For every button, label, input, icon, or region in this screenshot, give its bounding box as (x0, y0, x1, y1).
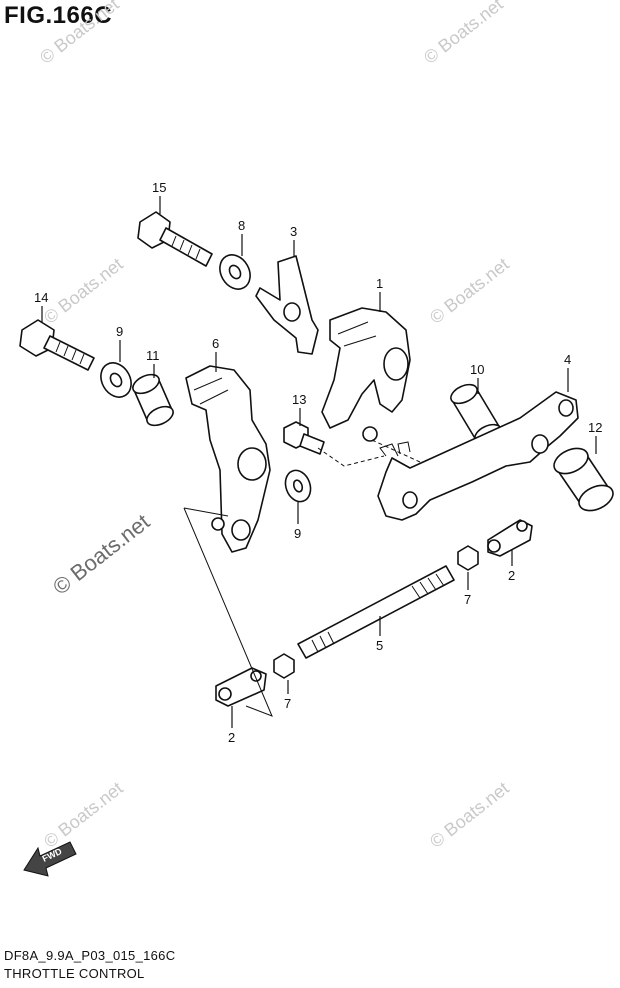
bolt-15 (137, 211, 213, 267)
threaded-rod-5 (297, 565, 455, 659)
ball-joint-2-upper (487, 519, 533, 557)
callout-4: 4 (564, 352, 571, 367)
bolt-13 (283, 421, 325, 455)
callout-labels: 15 8 3 1 14 9 11 6 13 10 4 12 9 2 7 5 7 … (34, 180, 602, 745)
callout-12: 12 (588, 420, 602, 435)
callout-10: 10 (470, 362, 484, 377)
callout-11: 11 (146, 348, 160, 363)
lever-6 (185, 365, 271, 553)
callout-13: 13 (292, 392, 306, 407)
callout-1: 1 (376, 276, 383, 291)
callout-9-upper: 9 (116, 324, 123, 339)
fwd-arrow-icon: FWD (23, 841, 77, 877)
collar-11 (132, 373, 174, 427)
bracket-3 (255, 255, 319, 355)
nut-7-lower (273, 653, 295, 679)
washer-8 (219, 254, 251, 290)
assembly-lines (183, 439, 421, 717)
cam-lever-1 (321, 307, 411, 442)
callout-2-lower: 2 (228, 730, 235, 745)
ball-joint-2-lower (215, 667, 267, 707)
callout-6: 6 (212, 336, 219, 351)
figure-code: DF8A_9.9A_P03_015_166C (4, 948, 176, 963)
callout-9-lower: 9 (294, 526, 301, 541)
callout-2-upper: 2 (508, 568, 515, 583)
nut-7-upper (457, 545, 479, 571)
washer-9-lower (284, 469, 312, 503)
callout-15: 15 (152, 180, 166, 195)
collar-12 (553, 447, 614, 512)
bolt-14 (19, 319, 95, 371)
link-plate-4 (377, 391, 579, 521)
callout-8: 8 (238, 218, 245, 233)
figure-title: FIG.166C (4, 2, 113, 29)
callout-5: 5 (376, 638, 383, 653)
callout-14: 14 (34, 290, 48, 305)
washer-9-upper (100, 362, 132, 398)
callout-7-lower: 7 (284, 696, 291, 711)
figure-name: THROTTLE CONTROL (4, 966, 145, 981)
callout-3: 3 (290, 224, 297, 239)
callout-7-upper: 7 (464, 592, 471, 607)
leader-lines (41, 196, 597, 728)
